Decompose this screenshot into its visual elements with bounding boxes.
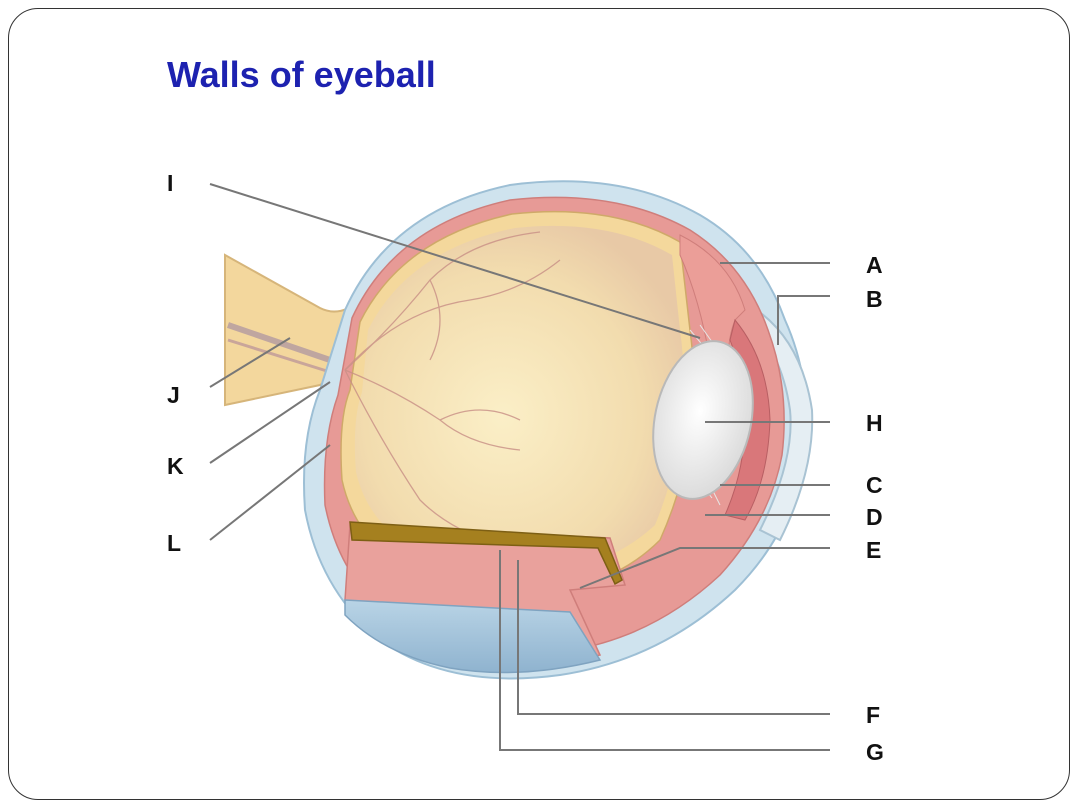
label-l: L [167, 530, 181, 556]
label-h: H [866, 410, 883, 436]
leader-line-g [499, 550, 830, 751]
vitreous-body [354, 225, 684, 572]
cornea [733, 298, 814, 542]
leader-line-k [209, 381, 331, 464]
label-a: A [866, 252, 883, 278]
retinal-vessels [344, 231, 561, 546]
label-i: I [167, 170, 173, 196]
leader-line-l [209, 444, 331, 541]
leader-line-j [209, 337, 291, 388]
leader-line-i [209, 183, 701, 339]
label-b: B [866, 286, 883, 312]
label-c: C [866, 472, 883, 498]
label-d: D [866, 504, 883, 530]
slide-title: Walls of eyeball [167, 54, 436, 95]
leader-line-f [517, 560, 830, 715]
label-g: G [866, 739, 884, 765]
leader-line-e [579, 547, 830, 589]
leader-line-b [777, 295, 830, 345]
lens [652, 340, 754, 500]
leader-lines [209, 183, 830, 751]
label-f: F [866, 702, 880, 728]
label-k: K [167, 453, 184, 479]
sclera-cut [344, 599, 602, 674]
label-e: E [866, 537, 881, 563]
retina-cut-edge [349, 521, 623, 586]
label-j: J [167, 382, 180, 408]
